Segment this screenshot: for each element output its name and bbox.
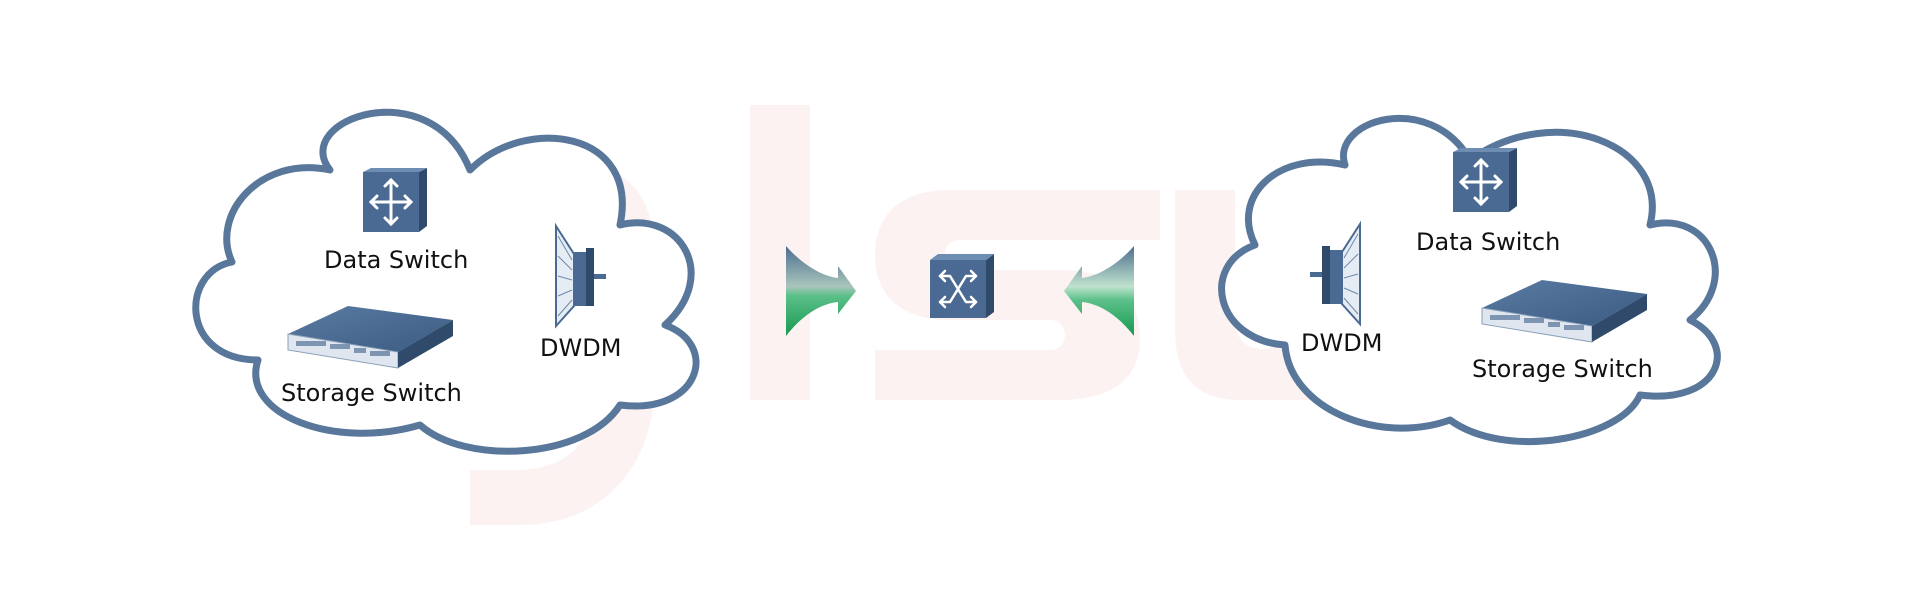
left-data-switch-icon <box>363 168 427 232</box>
right-dwdm-icon <box>1310 220 1361 327</box>
left-data-switch-label: Data Switch <box>324 246 469 274</box>
right-data-switch-label: Data Switch <box>1416 228 1561 256</box>
right-storage-switch-label: Storage Switch <box>1472 355 1653 383</box>
right-data-switch-icon <box>1453 148 1517 212</box>
left-dwdm-label: DWDM <box>540 334 622 362</box>
left-site-cloud <box>192 108 700 455</box>
right-dwdm-label: DWDM <box>1301 329 1383 357</box>
left-dwdm-icon <box>555 222 606 329</box>
right-site-cloud <box>1218 114 1721 446</box>
left-storage-switch-label: Storage Switch <box>281 379 462 407</box>
left-storage-switch-icon <box>287 306 453 369</box>
left-link-arrow-icon <box>786 246 856 336</box>
right-storage-switch-icon <box>1481 280 1647 343</box>
center-optical-switch-icon <box>930 254 994 318</box>
right-link-arrow-icon <box>1064 246 1134 336</box>
